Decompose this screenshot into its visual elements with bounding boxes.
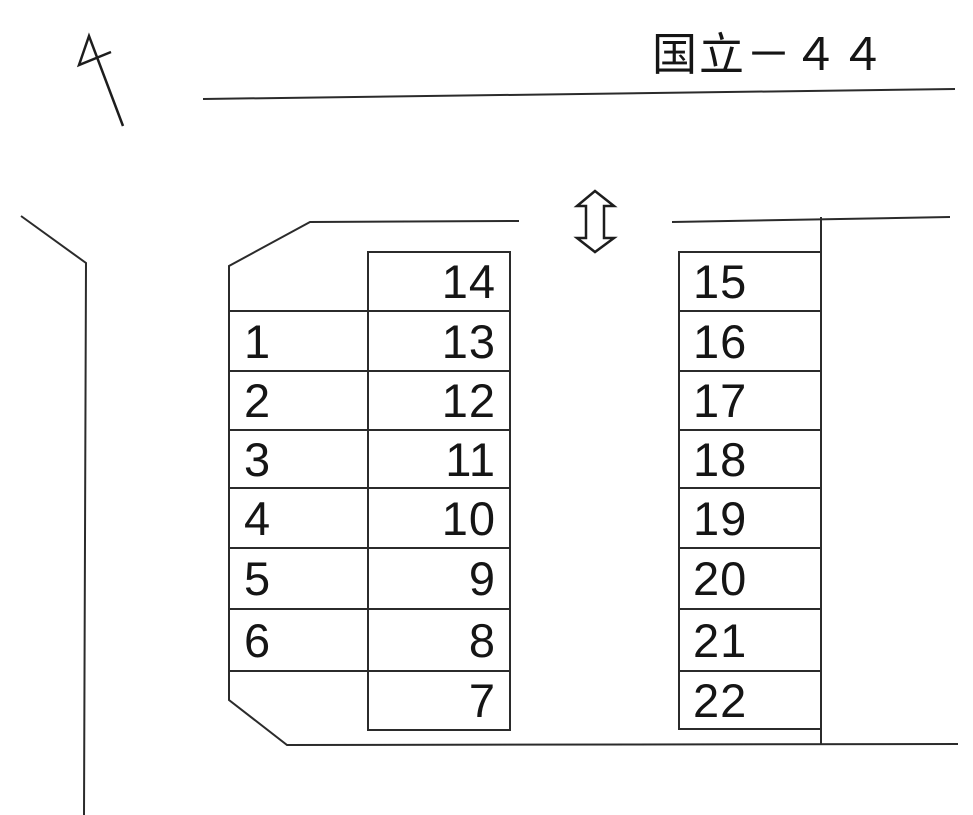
north-arrow-icon xyxy=(76,32,125,127)
space-12: 12 xyxy=(441,374,496,427)
left-block-stall-dividers xyxy=(229,310,510,672)
space-5: 5 xyxy=(244,552,272,605)
space-21: 21 xyxy=(693,613,748,667)
space-11: 11 xyxy=(445,432,496,486)
road-line-upper-right xyxy=(671,216,951,223)
space-3: 3 xyxy=(244,432,272,486)
plan-title: 国立－４４ xyxy=(652,29,888,80)
space-14: 14 xyxy=(441,255,496,308)
space-22: 22 xyxy=(693,673,748,727)
left-block-back-column-outline xyxy=(367,251,511,731)
space-19: 19 xyxy=(693,491,748,545)
space-10: 10 xyxy=(441,491,496,545)
space-13: 13 xyxy=(441,314,496,368)
boundary-line-left xyxy=(20,215,88,815)
space-1: 1 xyxy=(244,314,272,368)
space-20: 20 xyxy=(693,552,748,605)
space-9: 9 xyxy=(468,552,496,605)
space-7: 7 xyxy=(468,673,496,727)
space-17: 17 xyxy=(693,374,748,427)
space-15: 15 xyxy=(693,255,748,308)
space-2: 2 xyxy=(244,374,272,427)
space-16: 16 xyxy=(693,314,748,368)
space-4: 4 xyxy=(244,491,272,545)
road-line-top xyxy=(202,88,956,100)
right-block-stall-dividers xyxy=(679,310,821,672)
space-6: 6 xyxy=(244,613,272,667)
space-18: 18 xyxy=(693,432,748,486)
left-block-outline xyxy=(228,220,959,747)
two-way-vertical-arrow-icon xyxy=(573,189,618,254)
space-8: 8 xyxy=(468,613,496,667)
